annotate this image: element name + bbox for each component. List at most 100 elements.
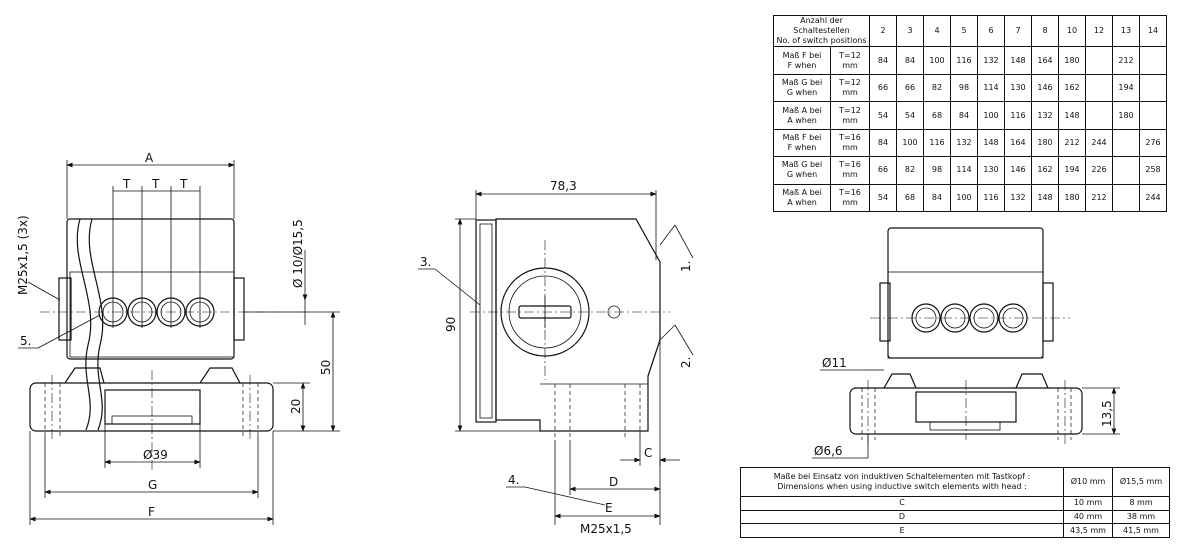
- dim-78-3: 78,3: [550, 179, 577, 193]
- row-label-de: Maß F bei: [782, 132, 822, 142]
- dim-50: 50: [319, 360, 333, 375]
- dim-diameter-6-6: Ø6,6: [814, 444, 843, 458]
- position-cell: 14: [1139, 14, 1167, 48]
- cell: 130: [1004, 73, 1032, 103]
- row-t-value: T=12 mm: [830, 101, 870, 130]
- cell: 132: [950, 128, 978, 158]
- cell: 100: [977, 101, 1005, 130]
- cell: [1112, 183, 1140, 213]
- dim-C: C: [644, 446, 652, 460]
- cell: 100: [950, 183, 978, 213]
- cell: 212: [1058, 128, 1086, 158]
- dim-90: 90: [444, 317, 458, 332]
- cell: [1112, 128, 1140, 158]
- table-row: E 43,5 mm 41,5 mm: [740, 523, 1170, 538]
- cell: 164: [1031, 46, 1059, 75]
- cell: 54: [869, 101, 897, 130]
- cell: 8 mm: [1112, 496, 1170, 511]
- row-label-en: F when: [787, 60, 817, 70]
- cell: 212: [1112, 46, 1140, 75]
- cell: 84: [869, 46, 897, 75]
- cell: [1139, 46, 1167, 75]
- row-label-de: Maß A bei: [782, 105, 822, 115]
- row-t-value: T=12 mm: [830, 73, 870, 103]
- table-header-row: Anzahl der Schaltestellen No. of switch …: [773, 14, 1167, 48]
- cell: 98: [923, 156, 951, 185]
- cell: 82: [896, 156, 924, 185]
- position-cell: 10: [1058, 14, 1086, 48]
- header-cell: Anzahl der Schaltestellen No. of switch …: [773, 14, 870, 48]
- cell: 148: [1004, 46, 1032, 75]
- cell: 66: [869, 156, 897, 185]
- label-m25-3x: M25x1,5 (3x): [16, 215, 30, 295]
- cell: 180: [1031, 128, 1059, 158]
- cell: [1139, 101, 1167, 130]
- cell: 194: [1058, 156, 1086, 185]
- cell: 162: [1058, 73, 1086, 103]
- dim-diameter-39: Ø39: [143, 448, 168, 462]
- table-header-row: Maße bei Einsatz von induktiven Schaltel…: [740, 467, 1170, 497]
- cell: [1085, 46, 1113, 75]
- cell: [1139, 73, 1167, 103]
- col-header-15-5: Ø15,5 mm: [1112, 467, 1170, 497]
- dim-diameter-11: Ø11: [822, 356, 847, 370]
- switch-circles-right: [911, 303, 1028, 333]
- cell: 41,5 mm: [1112, 523, 1170, 538]
- position-cell: 13: [1112, 14, 1140, 48]
- cell: 162: [1031, 156, 1059, 185]
- dim-20: 20: [289, 399, 303, 414]
- cell: 194: [1112, 73, 1140, 103]
- cell: 84: [923, 183, 951, 213]
- row-t-value: T=12 mm: [830, 46, 870, 75]
- callout-4: 4.: [508, 473, 519, 487]
- cell: [1112, 156, 1140, 185]
- cell: 116: [1004, 101, 1032, 130]
- cell: 146: [1004, 156, 1032, 185]
- dim-E: E: [605, 501, 613, 515]
- side-view: 78,3 90 3. 1. 2. 4. C D E M25x1,5: [418, 179, 694, 536]
- cell: 100: [896, 128, 924, 158]
- table-row: C 10 mm 8 mm: [740, 496, 1170, 511]
- row-label: D: [740, 509, 1064, 525]
- row-label-de: Maß A bei: [782, 187, 822, 197]
- cell: 84: [950, 101, 978, 130]
- cell: 164: [1004, 128, 1032, 158]
- dim-diameter-10-15: Ø 10/Ø15,5: [291, 219, 305, 288]
- dim-D: D: [609, 475, 618, 489]
- front-view: A T T T M25x1,5 (3x) 5. Ø 10/Ø15,5 50 20…: [16, 151, 340, 525]
- cell: 132: [1031, 101, 1059, 130]
- cell: 82: [923, 73, 951, 103]
- position-cell: 4: [923, 14, 951, 48]
- position-cell: 5: [950, 14, 978, 48]
- inductive-dimensions-table: Maße bei Einsatz von induktiven Schaltel…: [740, 467, 1170, 538]
- position-cell: 2: [869, 14, 897, 48]
- cell: 258: [1139, 156, 1167, 185]
- cell: 98: [950, 73, 978, 103]
- cell: [1085, 73, 1113, 103]
- cell: 54: [869, 183, 897, 213]
- row-label-de: Maß G bei: [781, 78, 823, 88]
- cell: [1085, 101, 1113, 130]
- row-label-en: A when: [787, 197, 817, 207]
- header-en: Dimensions when using inductive switch e…: [777, 482, 1027, 491]
- cell: 132: [1004, 183, 1032, 213]
- cell: 68: [896, 183, 924, 213]
- dim-A: A: [145, 151, 154, 165]
- dim-T-1: T: [122, 177, 131, 191]
- header-en: No. of switch positions: [776, 36, 867, 46]
- cell: 68: [923, 101, 951, 130]
- cell: 114: [950, 156, 978, 185]
- right-view: Ø11 Ø6,6 13,5: [812, 227, 1120, 459]
- header-de: Anzahl der Schaltestellen: [793, 16, 850, 36]
- position-cell: 12: [1085, 14, 1113, 48]
